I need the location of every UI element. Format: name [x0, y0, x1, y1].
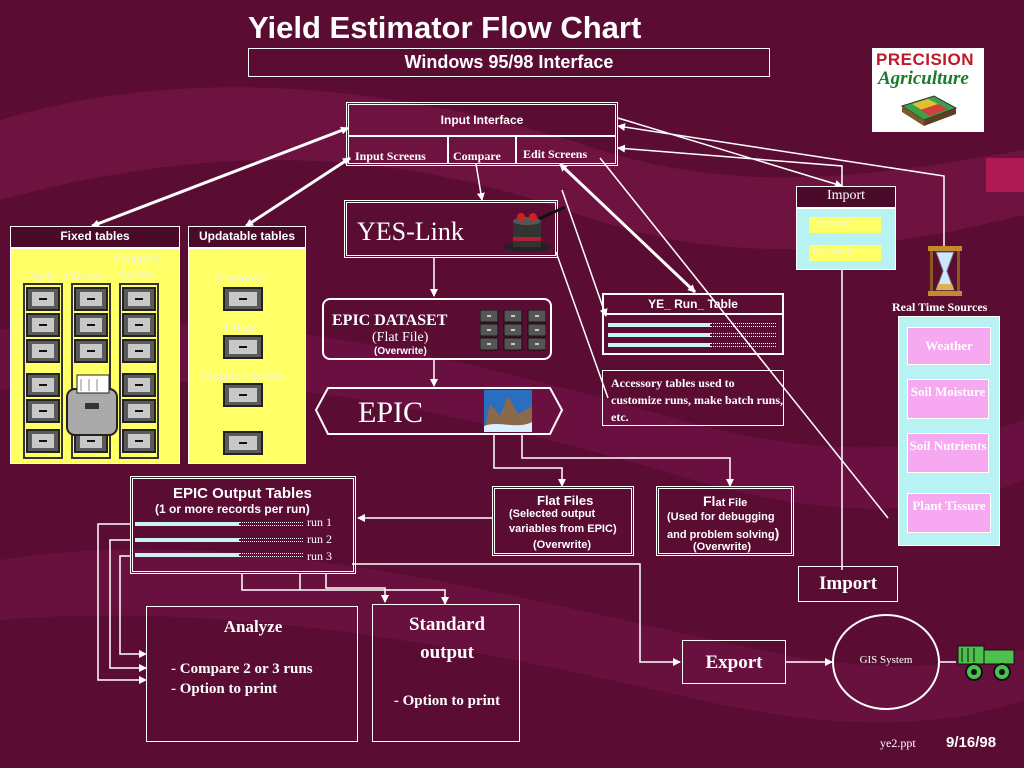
- fixed-label-cropping: Cropping: [115, 251, 161, 265]
- input-interface-label: Input Interface: [440, 113, 524, 127]
- ye-run-table-header: YE_ Run_ Table: [648, 297, 738, 311]
- fixed-tables-panel[interactable]: Soils Climate Cropping System: [10, 248, 180, 464]
- analyze-box[interactable]: Analyze - Compare 2 or 3 runs - Option t…: [146, 606, 358, 742]
- footer-date: 9/16/98: [946, 734, 997, 751]
- tab-edit-screens[interactable]: Edit Screens: [523, 147, 588, 161]
- fixed-label-climate: Climate: [65, 269, 103, 283]
- standard-output-box[interactable]: Standard output - Option to print: [372, 604, 520, 742]
- flat-files-body: Selected output variables from EPIC: [509, 508, 613, 535]
- import-bottom-label: Import: [818, 573, 878, 594]
- flat-files-title: Flat Files: [537, 493, 594, 508]
- updatable-tables-header: Updatable tables: [188, 226, 306, 248]
- input-interface-box[interactable]: Input Interface Input Screens Compare Ed…: [346, 102, 618, 166]
- hourglass-icon: [928, 246, 962, 296]
- export-label: Export: [705, 652, 763, 673]
- logo-line2: Agriculture: [878, 68, 969, 89]
- run-2-label: run 2: [307, 532, 332, 546]
- epic-dataset-title: EPIC DATASET: [332, 312, 448, 329]
- source-weather[interactable]: Weather: [907, 327, 991, 365]
- logo-line1: PRECISION: [876, 50, 975, 69]
- import-top-header: Import: [796, 186, 896, 208]
- run-1-label: run 1: [307, 515, 332, 529]
- source-plant-tissure[interactable]: Plant Tissure: [907, 493, 991, 533]
- updatable-label-tillage: Tillage: [223, 321, 257, 335]
- output-tables-sub: (1 or more records per run): [155, 502, 310, 516]
- yes-link-box[interactable]: YES-Link: [344, 200, 566, 258]
- tab-input-screens[interactable]: Input Screens: [355, 149, 426, 163]
- combine-harvester-icon: [957, 645, 1015, 681]
- import-item-economic: Economic: [813, 245, 858, 257]
- real-time-sources-header: Real Time Sources: [892, 300, 988, 314]
- flat-file-note: (Overwrite): [693, 541, 752, 553]
- epic-dataset-note: (Overwrite): [374, 346, 427, 357]
- analyze-title: Analyze: [223, 617, 283, 636]
- source-soil-moisture[interactable]: Soil Moisture: [907, 379, 989, 419]
- epic-label: EPIC: [358, 396, 424, 429]
- fixed-label-soils: Soils: [31, 269, 56, 283]
- accessory-tables-text: Accessory tables used to customize runs,…: [611, 376, 784, 424]
- updatable-label-cropping-system: Cropping System: [201, 369, 285, 383]
- analyze-item-print: - Option to print: [171, 681, 278, 697]
- output-tables-title: EPIC Output Tables: [173, 485, 312, 502]
- gis-system-node[interactable]: GIS System: [832, 614, 940, 710]
- source-soil-nutrients[interactable]: Soil Nutrients: [907, 433, 989, 473]
- flat-file-title-a: Fl: [703, 493, 716, 509]
- epic-dataset-sub: (Flat File): [372, 330, 429, 345]
- fixed-label-system: System: [119, 267, 155, 281]
- footer-file: ye2.ppt: [880, 736, 916, 750]
- field-map-icon: [900, 95, 958, 126]
- accessory-tables-box: Accessory tables used to customize runs,…: [602, 370, 784, 426]
- page-title: Yield Estimator Flow Chart: [248, 10, 642, 45]
- export-box[interactable]: Export: [682, 640, 786, 684]
- precision-agriculture-logo: PRECISION Agriculture: [872, 48, 984, 132]
- run-3-label: run 3: [307, 549, 332, 563]
- file-cabinets-icon: [480, 310, 546, 351]
- real-time-sources-panel[interactable]: Weather Soil Moisture Soil Nutrients Pla…: [898, 316, 1000, 546]
- analyze-item-compare: - Compare 2 or 3 runs: [171, 661, 313, 677]
- flat-files-box[interactable]: Flat Files (Selected output variables fr…: [492, 486, 634, 556]
- epic-dataset-box[interactable]: EPIC DATASET (Flat File) (Overwrite): [322, 298, 552, 360]
- import-bottom-box[interactable]: Import: [798, 566, 898, 602]
- flat-file-title-b: at File: [715, 497, 748, 509]
- page-subtitle: Windows 95/98 Interface: [248, 48, 770, 77]
- flat-file-debug-box[interactable]: Flat File (Used for debugging and proble…: [656, 486, 794, 556]
- flat-file-body: (Used for debugging and problem solving: [667, 511, 775, 541]
- updatable-tables-panel[interactable]: Economic Tillage Cropping System: [188, 248, 306, 464]
- standard-output-note: - Option to print: [393, 693, 501, 709]
- fixed-tables-header: Fixed tables: [10, 226, 180, 248]
- tab-compare[interactable]: Compare: [453, 149, 501, 163]
- updatable-label-economic: Economic: [217, 271, 266, 285]
- epic-output-tables-box[interactable]: EPIC Output Tables (1 or more records pe…: [130, 476, 356, 574]
- epic-box[interactable]: [314, 386, 564, 436]
- ye-run-table-box[interactable]: YE_ Run_ Table: [602, 293, 784, 355]
- yes-link-label: YES-Link: [357, 217, 464, 246]
- gis-system-label: GIS System: [859, 654, 913, 666]
- flat-files-note: (Overwrite): [533, 539, 592, 551]
- import-top-panel[interactable]: Climate Economic: [796, 208, 896, 270]
- magic-hat-icon: [503, 205, 566, 252]
- open-drawer-icon: [66, 374, 118, 436]
- standard-output-title: Standard output: [408, 614, 486, 663]
- import-item-climate: Climate: [819, 217, 854, 229]
